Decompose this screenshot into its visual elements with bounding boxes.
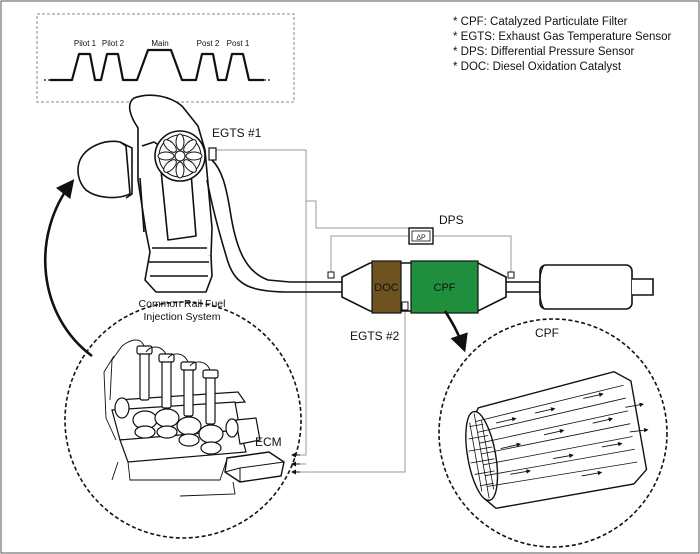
doc-substrate [371,260,402,314]
pulse-label-pilot1: Pilot 1 [74,39,97,48]
injectors [136,345,219,425]
tail-pipe-front [506,281,540,293]
dps-inlet-port [327,271,335,279]
common-rail-assembly [111,345,261,463]
pulse-profile-box [36,13,295,103]
pulse-label-main: Main [151,39,168,48]
wire-dps [306,200,409,229]
filter-flow-arrows [496,392,649,477]
cpf-label: CPF [434,282,456,294]
legend-doc: * DOC: Diesel Oxidation Catalyst [453,61,622,73]
cpf-detail-view: CPF [438,318,668,548]
fuel-lines [103,339,227,481]
injection-detail-circle [64,301,302,539]
dps-inlet-tap [330,235,409,272]
cpf-detail-label: CPF [535,326,559,340]
injection-pulse-trace [50,48,264,82]
exhaust-downpipe-top [211,159,291,283]
diesel-engine [77,94,291,293]
legend-cpf: * CPF: Catalyzed Particulate Filter [453,16,628,28]
legend-dps: * DPS: Differential Pressure Sensor [453,46,634,58]
tail-pipe [632,278,654,296]
pulse-label-post1: Post 1 [227,39,250,48]
legend-egts: * EGTS: Exhaust Gas Temperature Sensor [453,31,672,43]
control-feedback-arrow [44,179,93,358]
injector-3 [183,365,194,417]
egts1-sensor [208,147,217,161]
fuel-pump [235,417,261,445]
exhaust-downpipe-bottom [206,179,291,293]
intake-manifold [77,140,131,199]
ecm-input-arrows [291,452,300,475]
egts1-label: EGTS #1 [212,126,262,140]
filter-housing [470,370,648,510]
injector-4 [205,373,216,425]
aftertreatment-canister: DOC CPF [327,260,515,314]
wire-egts1 [215,149,307,456]
abbreviation-legend: * CPF: Catalyzed Particulate Filter * EG… [453,16,672,73]
pulse-label-post2: Post 2 [197,39,220,48]
exhaust-pipe [290,281,342,293]
turbocharger [154,130,206,182]
injector-1 [139,349,150,401]
ecm-unit [179,451,285,497]
ecm-label: ECM [255,435,282,449]
cpf-detail-circle [438,318,668,548]
muffler [538,264,654,310]
dps-label: DPS [439,213,464,227]
injector-2 [161,357,172,409]
pulse-label-pilot2: Pilot 2 [102,39,125,48]
dps-symbol: ΔP [416,235,426,242]
wire-egts2 [300,306,406,473]
fuel-injection-detail: ECM [64,301,302,539]
injection-pulse-profile: Pilot 1 Pilot 2 Main Post 2 Post 1 [36,13,295,103]
dps-sensor [408,227,434,245]
filter-channels [468,384,638,499]
engine-caption-line2: Injection System [143,311,220,323]
egts2-sensor [401,301,409,311]
dps-outlet-tap [433,235,512,272]
engine-caption-line1: Common Rail Fuel [139,298,226,310]
sensor-wiring [215,149,512,473]
cylinders [132,408,224,455]
dps-outlet-port [507,271,515,279]
cpf-detail-arrow [443,310,468,353]
cpf-substrate [410,260,479,314]
doc-label: DOC [374,282,399,294]
egts2-label: EGTS #2 [350,329,400,343]
